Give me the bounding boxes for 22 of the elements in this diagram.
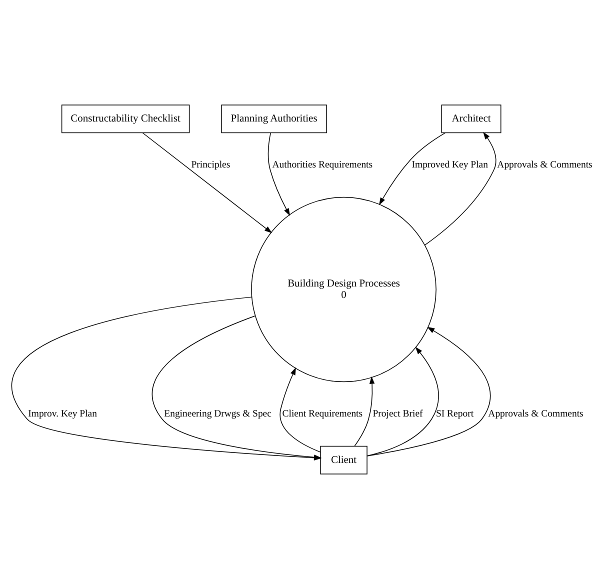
edge-label: Principles	[191, 159, 230, 170]
edge-label: Improv. Key Plan	[28, 408, 97, 420]
node-box: Client	[320, 445, 368, 474]
edge-label: Authorities Requirements	[272, 159, 373, 170]
arrow	[424, 131, 496, 245]
arrow	[366, 326, 491, 456]
arrow	[366, 346, 439, 456]
edge-label: SI Report	[436, 408, 474, 420]
node-box: Planning Authorities	[221, 104, 327, 133]
node-box: Architect	[441, 104, 502, 133]
arrow	[268, 132, 290, 216]
arrow	[354, 376, 375, 446]
node-box: Constructability Checklist	[61, 104, 190, 133]
arrow	[280, 366, 321, 452]
arrow	[142, 132, 272, 233]
edge-label: Approvals & Comments	[488, 408, 584, 420]
edge-label: Engineering Drwgs & Spec	[164, 408, 272, 420]
arrow	[379, 132, 446, 205]
edge-label: Approvals & Comments	[497, 159, 592, 170]
edge-label: Project Brief	[372, 408, 423, 420]
edge-label: Improved Key Plan	[412, 159, 488, 170]
edge-label: Client Requirements	[282, 408, 363, 420]
